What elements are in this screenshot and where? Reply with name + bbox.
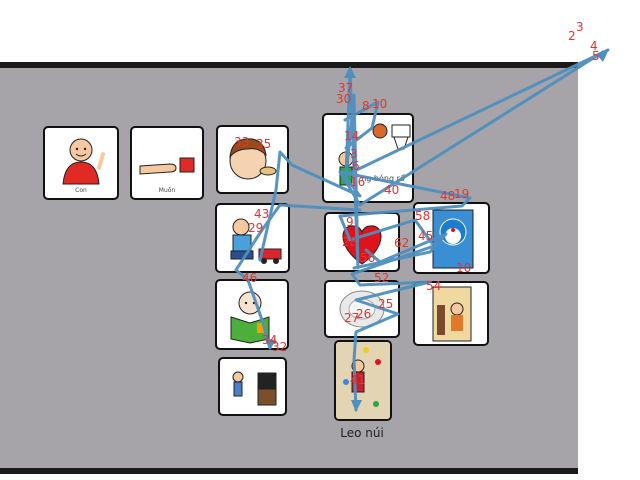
cell-travel[interactable] — [413, 281, 489, 346]
travel-book-icon — [432, 286, 472, 342]
cell-climb[interactable] — [334, 340, 392, 421]
boy-playing-car-icon — [230, 218, 282, 264]
cell-label: Con — [75, 187, 87, 194]
cell-eat[interactable] — [216, 125, 289, 194]
heart-icon — [342, 225, 382, 265]
gaze-number: 3 — [576, 20, 584, 34]
cell-label: Muốn — [158, 187, 176, 194]
cell-tv[interactable] — [218, 357, 287, 416]
boy-eating-icon — [229, 138, 277, 180]
gaze-number: 5 — [592, 49, 600, 63]
gaze-number: 2 — [568, 29, 576, 43]
cell-label: ng bóng rổ — [361, 174, 405, 183]
arrowhead — [596, 49, 609, 62]
climb-caption: Leo núi — [340, 426, 384, 440]
watching-tv-icon — [232, 371, 277, 406]
child-reading-icon — [230, 291, 270, 344]
cell-muon[interactable]: Muốn — [130, 126, 204, 200]
cell-doraemon[interactable] — [413, 202, 490, 274]
hand-reaching-icon — [139, 157, 195, 175]
cell-con[interactable]: Con — [43, 126, 119, 200]
gaze-number: 4 — [590, 39, 598, 53]
plate-icon — [339, 290, 385, 328]
basketball-hoop-icon — [338, 123, 411, 186]
cell-heart[interactable] — [324, 212, 400, 272]
cell-basketball[interactable]: ng bóng rổ — [322, 113, 414, 203]
doraemon-book-icon — [432, 209, 474, 269]
cell-plate[interactable] — [324, 280, 400, 338]
bottom-border — [0, 468, 578, 474]
cell-read[interactable] — [215, 279, 289, 350]
cell-play-car[interactable] — [215, 203, 290, 273]
child-waving-icon — [62, 138, 105, 185]
climbing-wall-icon — [336, 342, 390, 419]
